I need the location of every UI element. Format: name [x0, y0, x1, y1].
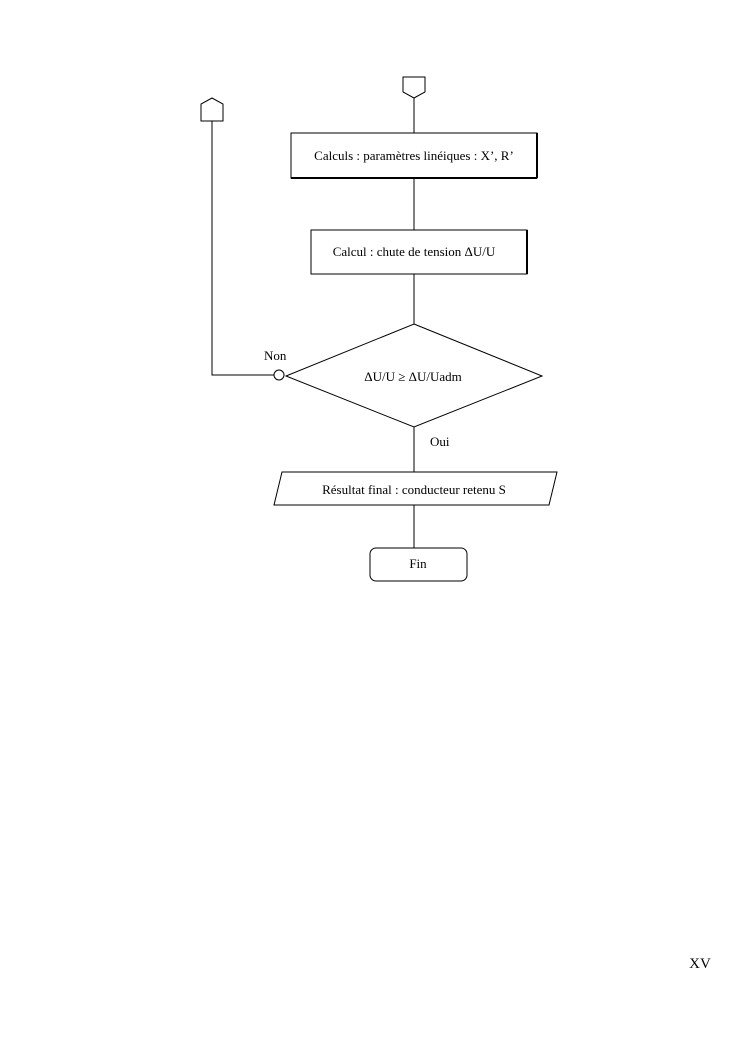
decision-label: ΔU/U ≥ ΔU/Uadm	[364, 369, 462, 384]
label-no: Non	[264, 348, 287, 363]
drop-box	[310, 229, 528, 275]
result-parallelogram	[273, 471, 558, 506]
end-label: Fin	[409, 556, 427, 571]
result-label: Résultat final : conducteur retenu S	[322, 482, 506, 497]
no-branch-line	[211, 121, 274, 376]
page-number: XV	[689, 956, 711, 972]
label-yes: Oui	[430, 434, 450, 449]
return-connector	[200, 97, 224, 122]
drop-box-label: Calcul : chute de tension ΔU/U	[333, 244, 496, 259]
end-terminator	[369, 547, 468, 582]
incoming-connector	[402, 76, 426, 99]
no-branch-node	[273, 369, 285, 381]
params-box-label: Calculs : paramètres linéiques : X’, R’	[314, 148, 514, 163]
